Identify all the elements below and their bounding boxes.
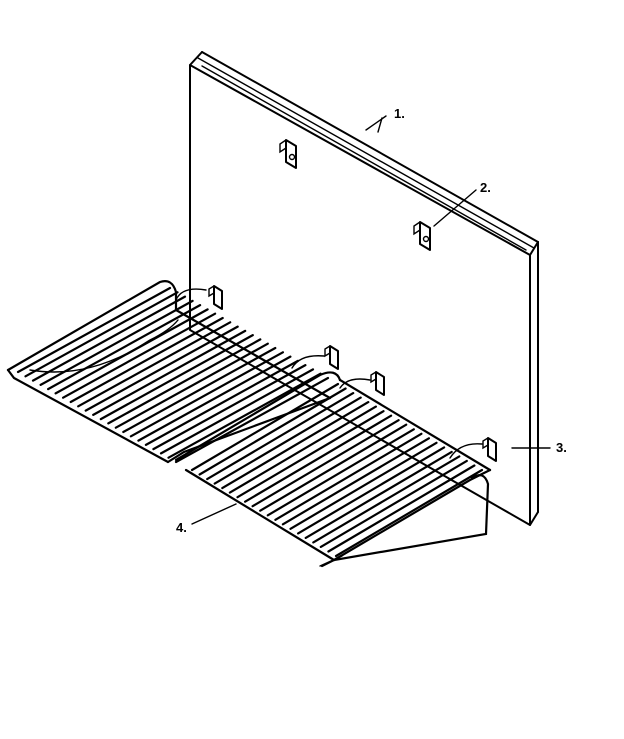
rack-wire: [167, 372, 322, 459]
rack-wire: [69, 316, 224, 404]
rack-wire: [144, 359, 299, 446]
rack-wire: [228, 405, 377, 494]
rack-wire: [304, 450, 453, 540]
rack-wire: [99, 334, 254, 421]
rack-wire: [92, 329, 247, 416]
rack-wire: [31, 295, 187, 382]
rack-wire: [236, 410, 385, 499]
leader-lines: [191, 115, 551, 525]
rack-wire: [84, 325, 239, 412]
callout-1: 1.: [394, 106, 405, 121]
rack-wire: [266, 428, 415, 517]
callout-4: 4.: [176, 520, 187, 535]
clip-icon: [208, 285, 223, 310]
rack-wire: [251, 419, 400, 508]
rack-wire: [159, 368, 315, 455]
rack-wire: [77, 321, 232, 408]
rack-wire: [281, 437, 430, 526]
rack-wire: [174, 376, 330, 464]
clip-icon: [370, 371, 385, 396]
rack-wire: [107, 338, 262, 425]
clip-icon: [324, 345, 339, 370]
rack-wire: [122, 346, 277, 434]
rack-wire: [213, 396, 362, 485]
clip-icon: [482, 437, 497, 462]
rack-wire: [327, 464, 476, 553]
rack-wire: [259, 423, 408, 512]
rack-wire: [137, 355, 292, 442]
rack-icon: [174, 371, 492, 568]
clip-icon: [413, 221, 431, 251]
rack-wire: [221, 401, 370, 490]
rack-icon: [6, 280, 332, 464]
rack-wire: [244, 414, 393, 503]
callout-3: 3.: [556, 440, 567, 455]
callout-2: 2.: [480, 180, 491, 195]
rack-wire: [114, 342, 269, 429]
panel-icon: [189, 51, 539, 526]
rack-wire: [274, 432, 423, 521]
rack-wire: [152, 364, 307, 451]
rack-wire: [61, 312, 217, 399]
rack-wire: [289, 441, 438, 530]
hook-arrows: [175, 288, 483, 459]
rack-wire: [16, 286, 172, 374]
rack-wire: [129, 351, 284, 438]
rack-wire: [297, 446, 446, 535]
rack-wire: [54, 308, 209, 395]
clip-icon: [279, 139, 297, 169]
rack-wire: [334, 468, 484, 558]
rack-wire: [190, 382, 340, 472]
rack-wire: [312, 455, 461, 544]
rack-wire: [46, 304, 202, 391]
rack-wire: [319, 459, 468, 549]
rack-wire: [24, 291, 179, 378]
rack-wire: [206, 392, 355, 481]
rack-wire: [39, 299, 194, 386]
rack-wire: [198, 387, 347, 476]
